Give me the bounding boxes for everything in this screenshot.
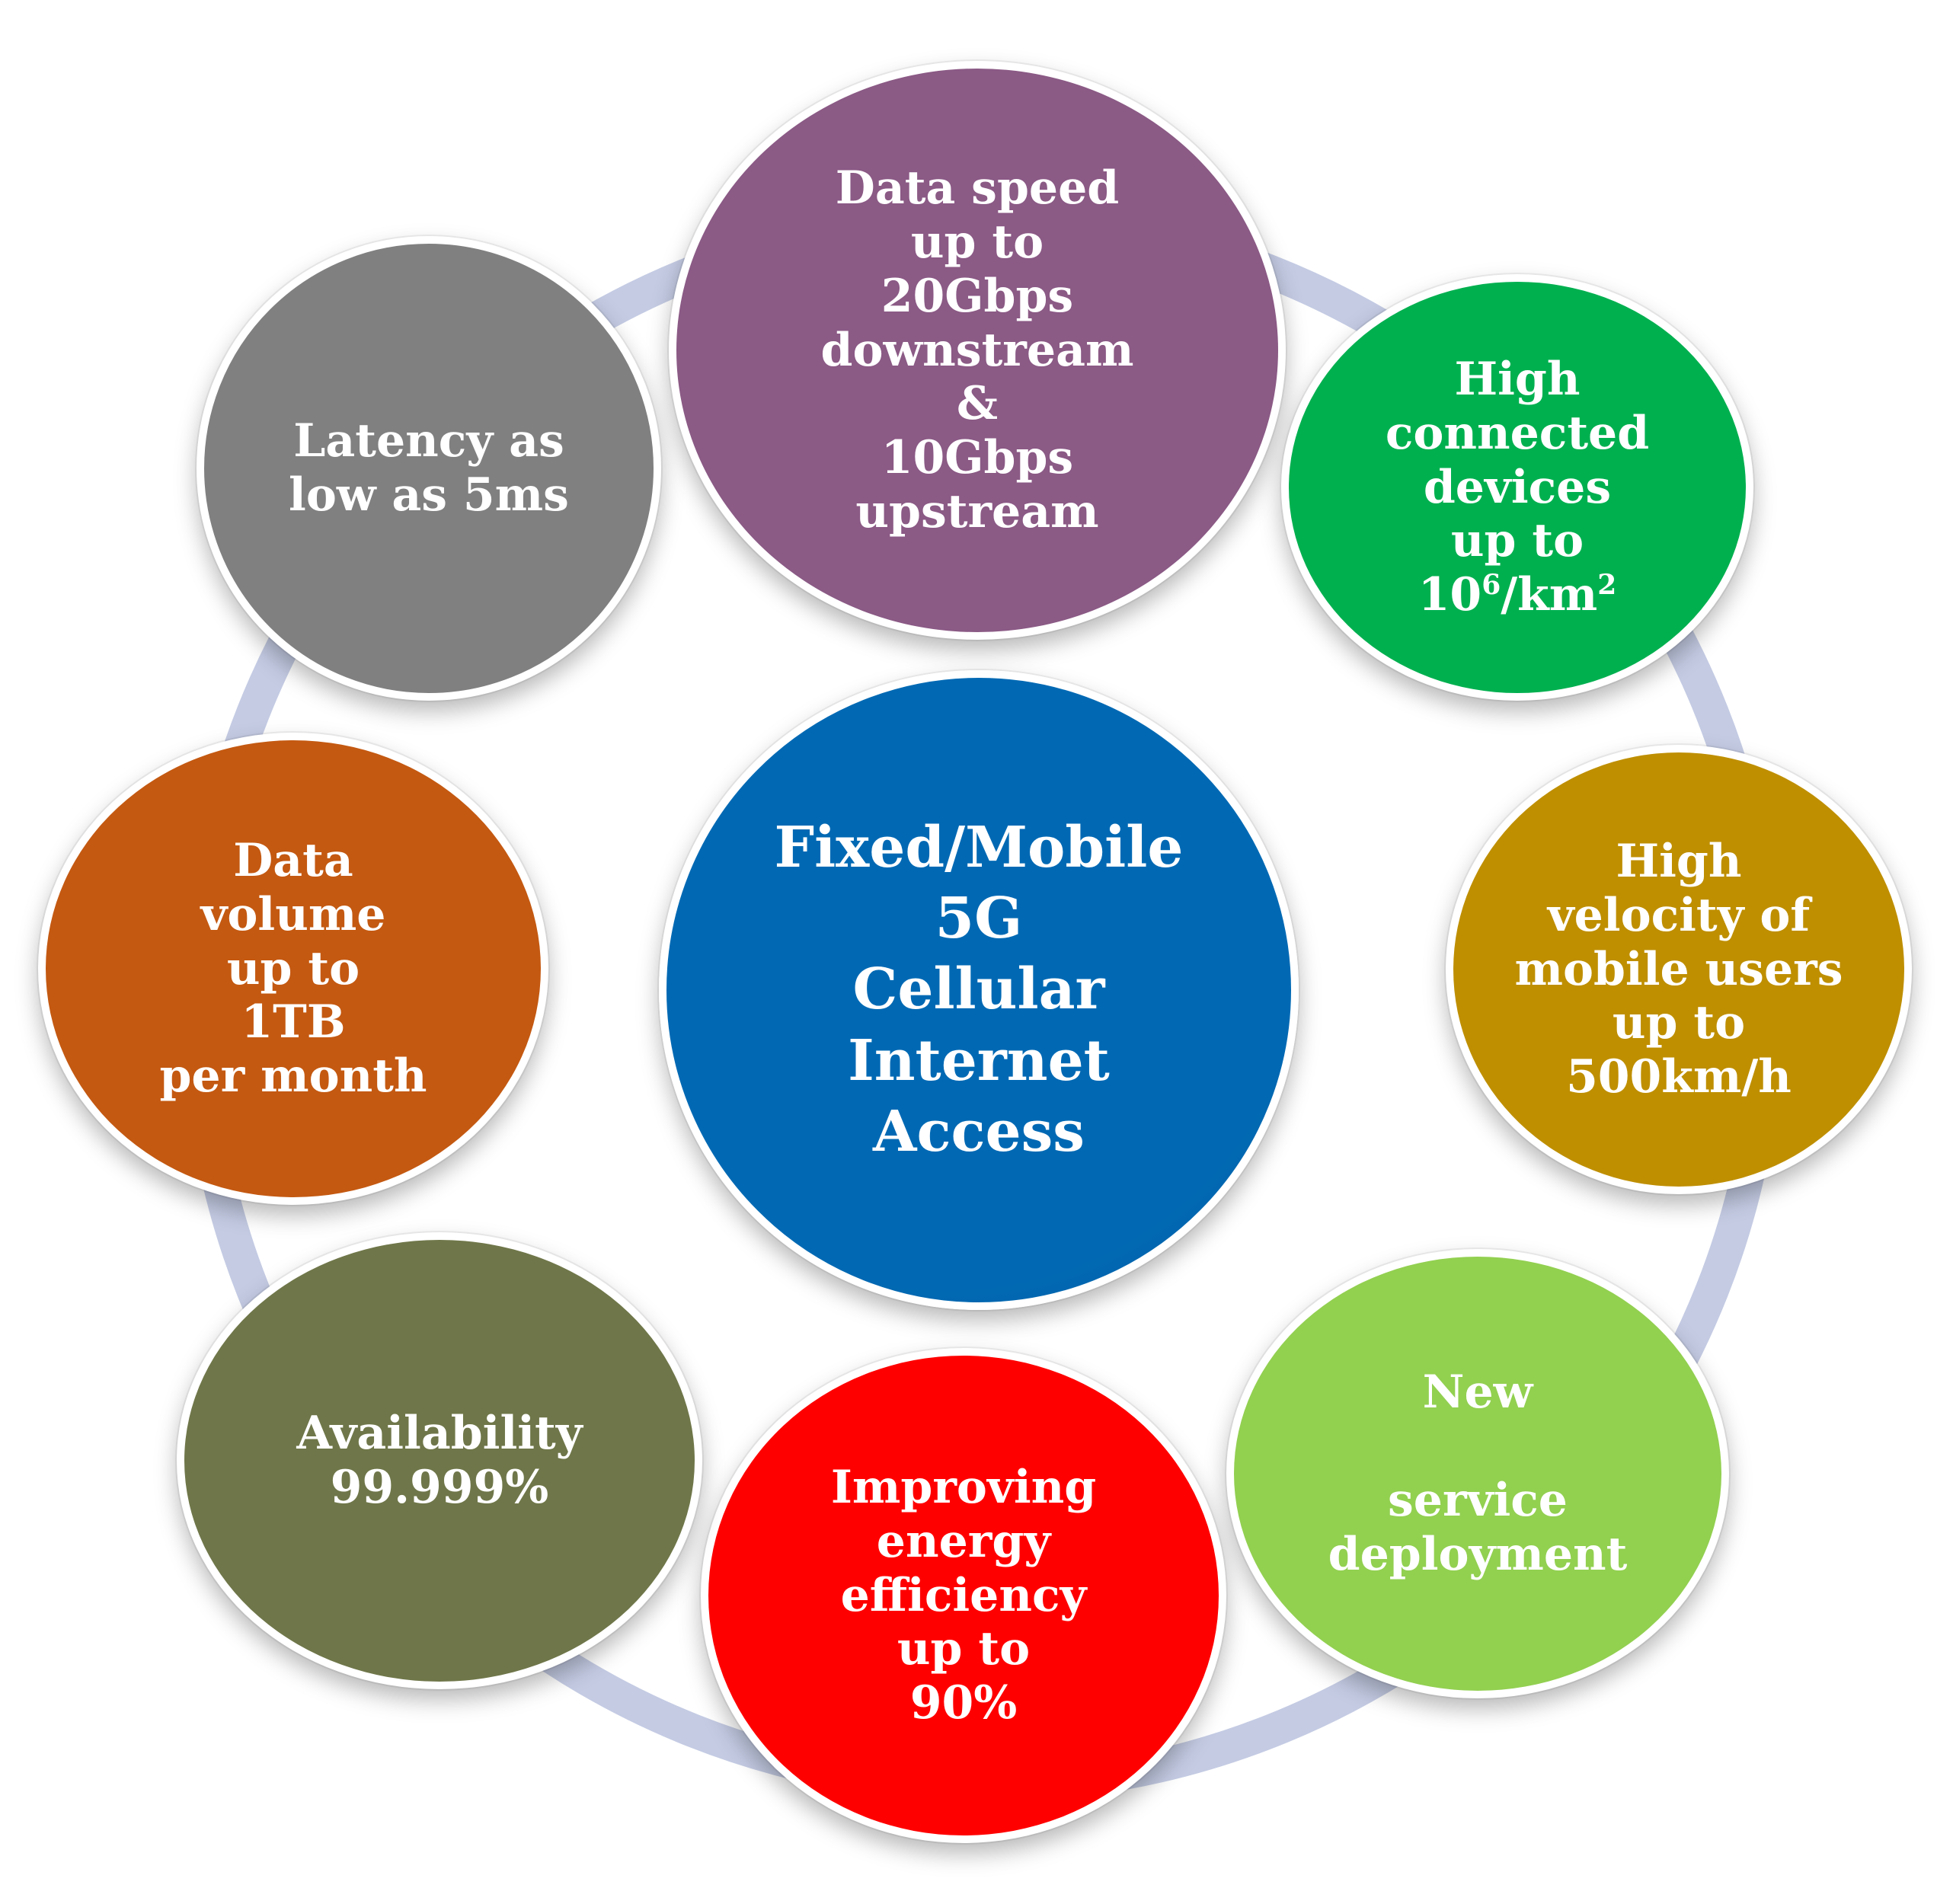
service-deployment-label: New service deployment — [1328, 1366, 1628, 1581]
energy-efficiency-circle: Improving energy efficiency up to 90% — [701, 1348, 1226, 1843]
data-volume-circle: Data volume up to 1TB per month — [38, 733, 548, 1205]
availability-label: Availability 99.999% — [296, 1407, 583, 1514]
center-hub-label: Fixed/Mobile 5G Cellular Internet Access — [774, 814, 1184, 1164]
data-speed-circle: Data speed up to 20Gbps downstream & 10G… — [669, 61, 1286, 640]
center-hub-circle: Fixed/Mobile 5G Cellular Internet Access — [659, 670, 1299, 1310]
connected-devices-label: High connected devices up to 106/km2 — [1385, 353, 1650, 622]
energy-efficiency-label: Improving energy efficiency up to 90% — [830, 1461, 1097, 1730]
mobile-velocity-circle: High velocity of mobile users up to 500k… — [1446, 745, 1912, 1194]
connected-devices-circle: High connected devices up to 106/km2 — [1281, 274, 1753, 701]
latency-label: Latency as low as 5ms — [289, 414, 569, 522]
availability-circle: Availability 99.999% — [177, 1232, 702, 1689]
data-speed-label: Data speed up to 20Gbps downstream & 10G… — [820, 161, 1134, 538]
data-volume-label: Data volume up to 1TB per month — [159, 834, 427, 1104]
service-deployment-circle: New service deployment — [1226, 1249, 1729, 1698]
latency-circle: Latency as low as 5ms — [197, 236, 661, 701]
mobile-velocity-label: High velocity of mobile users up to 500k… — [1514, 835, 1843, 1104]
